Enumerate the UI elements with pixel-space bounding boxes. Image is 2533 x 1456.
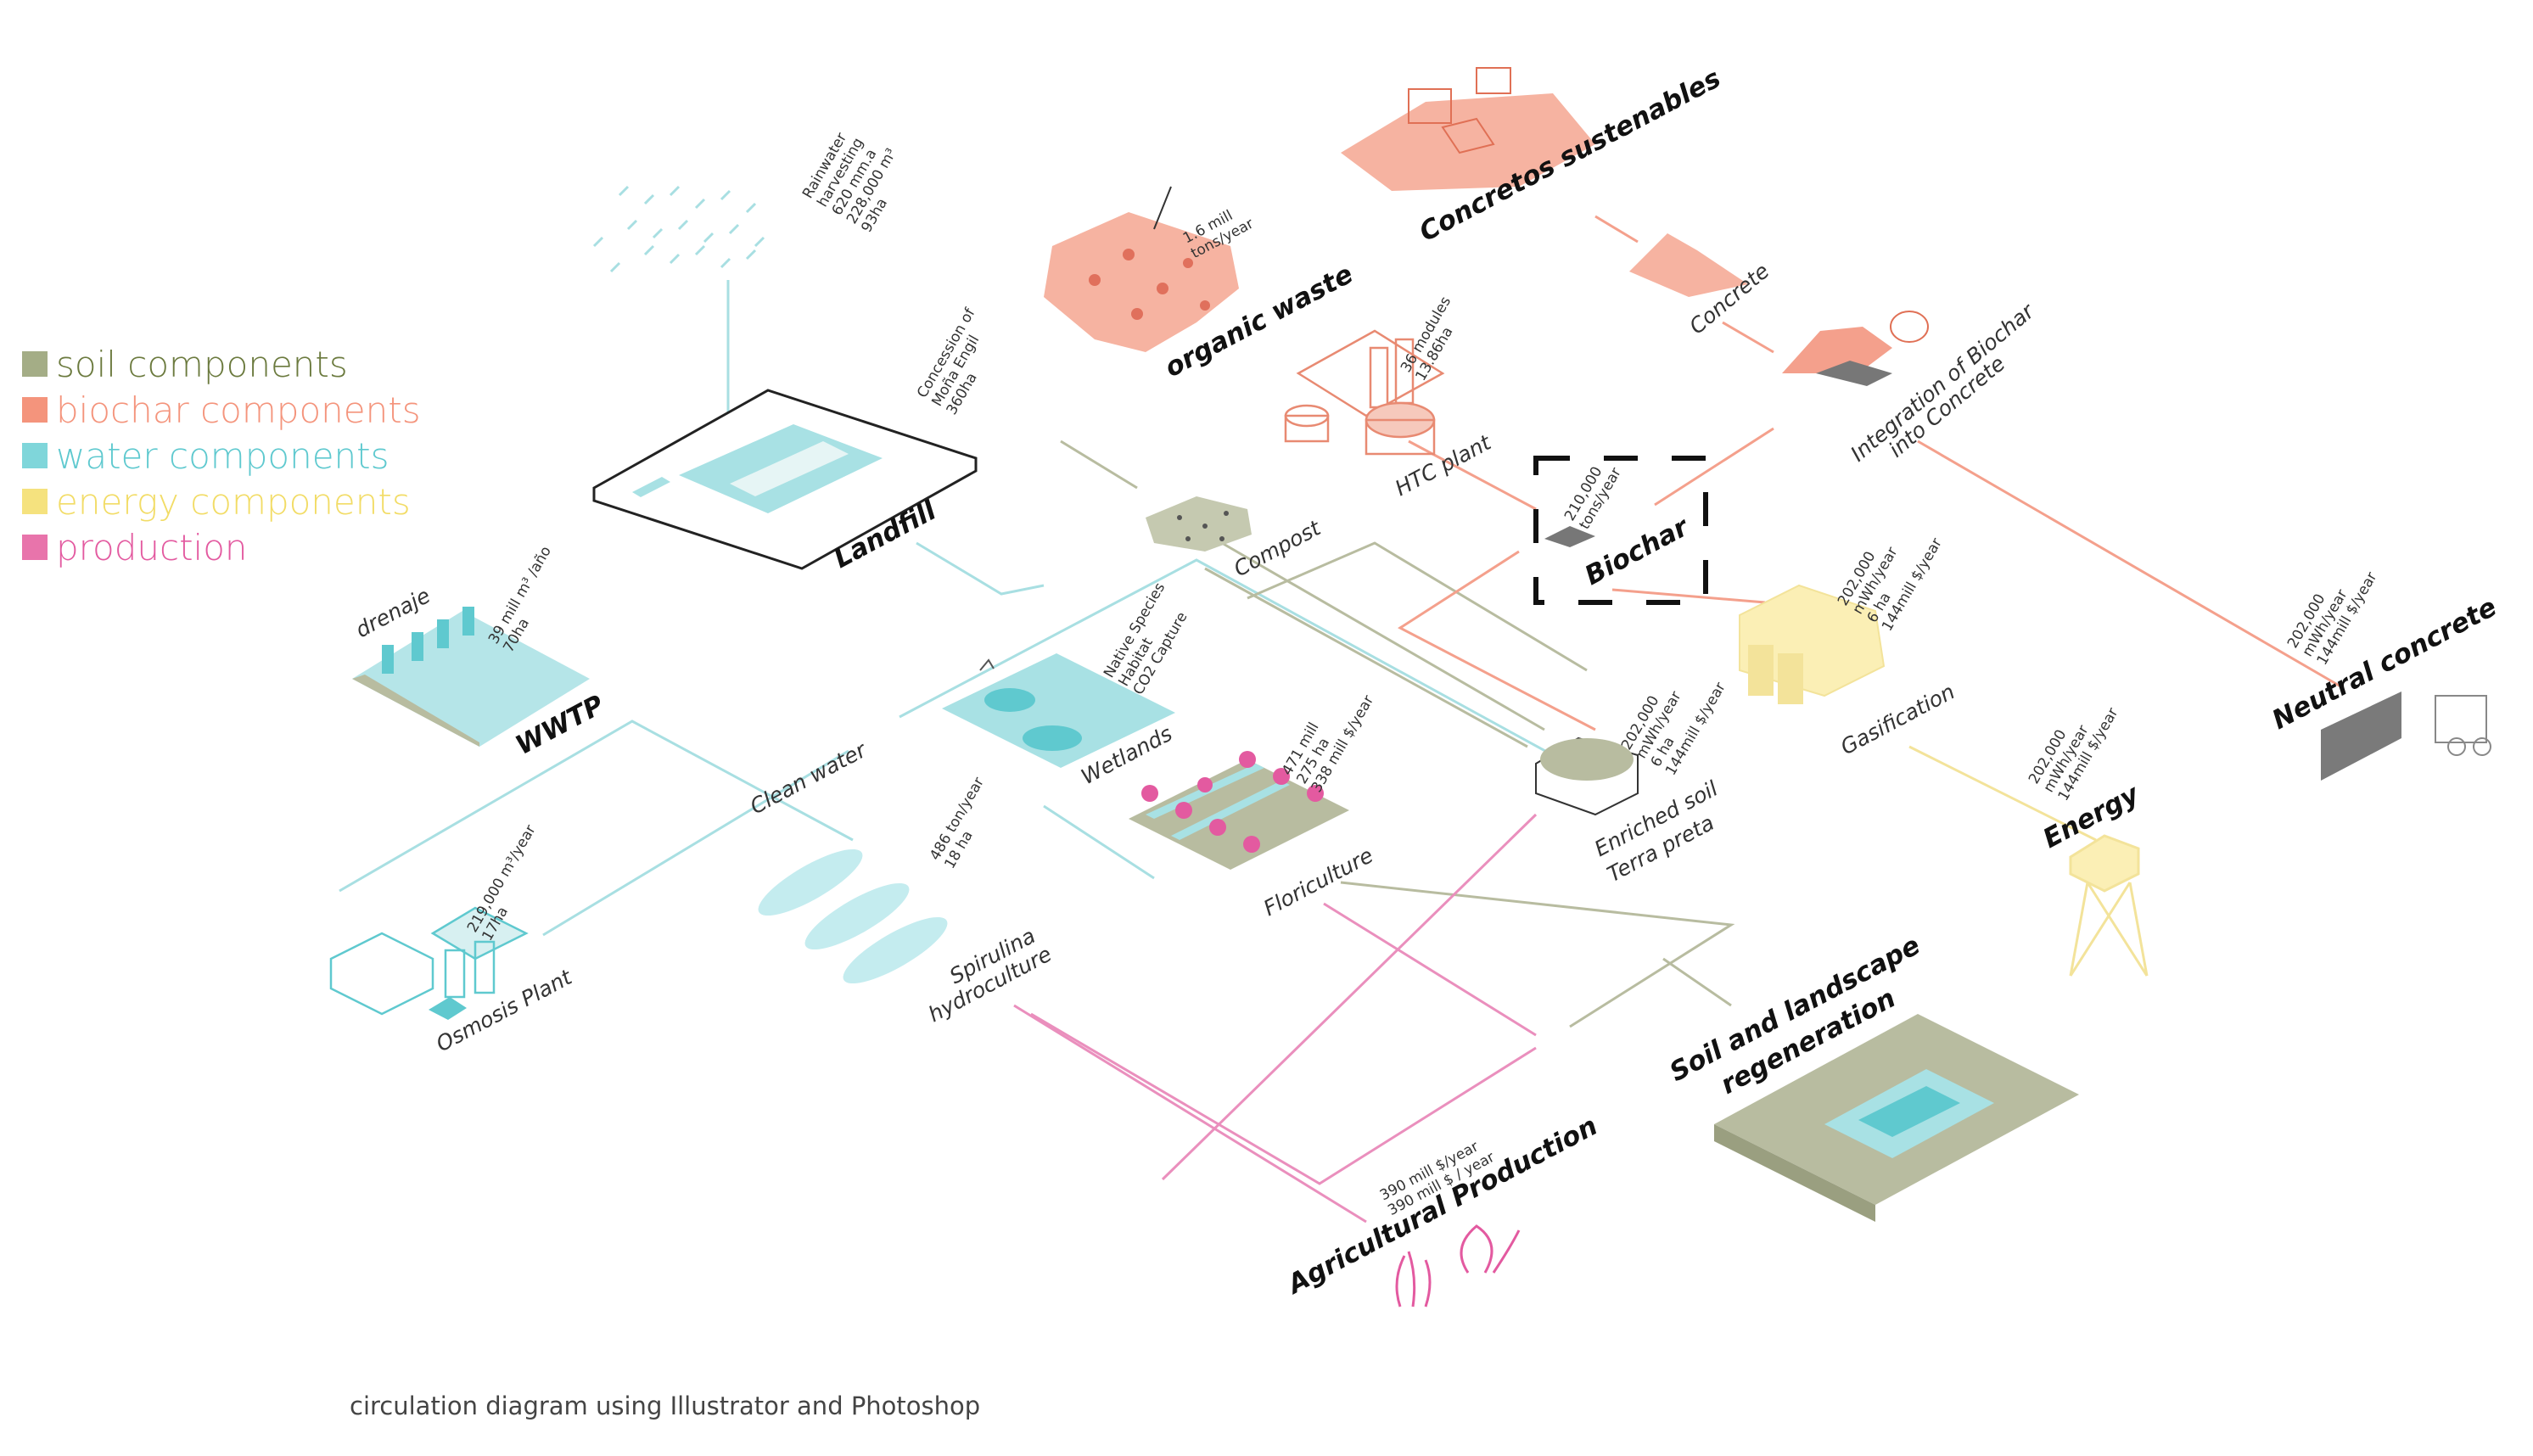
biochar-title: Biochar	[1580, 511, 1695, 591]
biochar-to-gasification-line	[1612, 590, 1765, 602]
legend: soil components biochar components water…	[22, 341, 463, 570]
integration-label-0: Integration of Biochar	[1846, 298, 2040, 466]
legend-label-production: production	[56, 527, 248, 568]
gasification-label: Gasification	[1836, 679, 1959, 759]
legend-item-production: production	[22, 524, 463, 570]
htc-label: HTC plant	[1391, 429, 1495, 501]
compost-illustration	[1146, 496, 1252, 552]
floriculture-to-soil-line	[1341, 882, 1731, 1027]
rain-illustration	[594, 187, 764, 272]
legend-item-soil: soil components	[22, 341, 463, 387]
spirulina-to-agri-line	[1014, 1005, 1366, 1222]
floriculture-stats: 471 mill 275 ha 338 mill $/year	[1279, 675, 1377, 795]
htc-to-wetlands-line	[1247, 543, 1587, 670]
legend-swatch-soil	[22, 351, 48, 377]
integration-to-neutral-line	[1918, 441, 2342, 687]
energy-stats: 202,000 mWh/year 144mill $/year	[2026, 688, 2121, 804]
neutral-concrete-illustration	[2321, 692, 2491, 781]
rain-stats: Rainwater harvesting 620 mm.a 228,000 m³…	[799, 120, 915, 236]
legend-swatch-biochar	[22, 397, 48, 423]
neutral-concrete-stats: 202,000 mWh/year 144mill $/year	[2284, 552, 2380, 669]
organic-to-compost-line	[1061, 441, 1137, 488]
legend-label-energy: energy components	[56, 481, 411, 523]
floriculture-to-agri-line-2	[1324, 904, 1536, 1035]
clean-water-label: Clean water	[746, 736, 871, 819]
biochar-stats: 210,000 tons/year	[1561, 456, 1625, 533]
spirulina-stats: 486 ton/year 18 ha	[927, 775, 1002, 872]
energy-tower-illustration	[2071, 836, 2147, 976]
legend-swatch-energy	[22, 489, 48, 514]
enriched-to-soil-line	[1663, 959, 1731, 1005]
caption: circulation diagram using Illustrator an…	[350, 1392, 980, 1420]
enriched-soil-illustration	[1536, 738, 1638, 815]
legend-swatch-production	[22, 535, 48, 560]
legend-label-biochar: biochar components	[56, 389, 421, 431]
biochar-to-integration-line	[1655, 428, 1774, 505]
compost-to-enriched-line	[1222, 543, 1544, 730]
legend-swatch-water	[22, 443, 48, 468]
concretos-to-concrete-line	[1595, 216, 1638, 242]
concrete-to-integration-line	[1723, 322, 1774, 352]
legend-item-biochar: biochar components	[22, 387, 463, 433]
agri-title: Agricultural Production	[1281, 1111, 1602, 1301]
landfill-illustration	[594, 390, 976, 568]
spirulina-illustration	[750, 838, 955, 995]
integration-illustration	[1782, 311, 1928, 386]
landfill-to-wetlands-line	[916, 543, 1044, 594]
organic-waste-illustration	[1044, 187, 1239, 352]
legend-item-energy: energy components	[22, 479, 463, 524]
wwtp-stats: 39 mill m³ /año 70ha	[485, 544, 569, 656]
legend-label-water: water components	[56, 435, 389, 477]
floriculture-label: Floriculture	[1259, 843, 1377, 921]
legend-label-soil: soil components	[56, 344, 348, 385]
landfill-stats: Concession of Moña Engil 360ha	[914, 305, 1009, 417]
agri-plants-illustration	[1397, 1226, 1519, 1307]
wetlands-stats: Native Species Habitat CO2 Capture	[1101, 580, 1198, 697]
legend-item-water: water components	[22, 433, 463, 479]
